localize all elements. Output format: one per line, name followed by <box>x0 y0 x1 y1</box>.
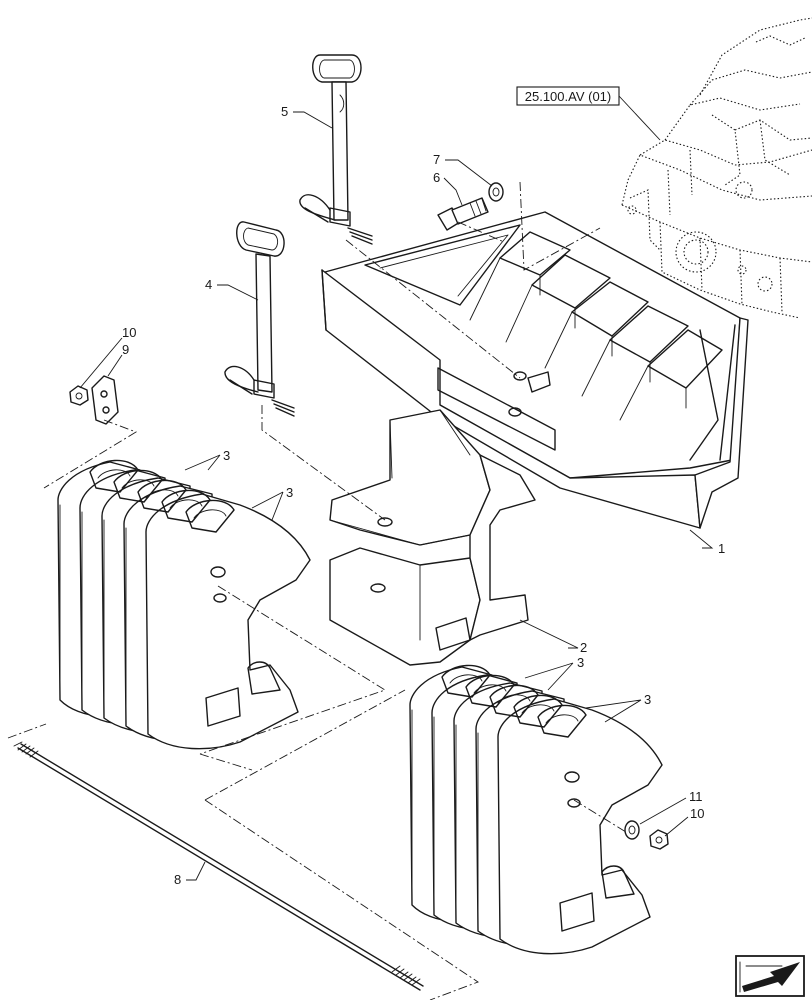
bracket-pockets <box>469 231 723 421</box>
callout-3c: 3 <box>577 655 584 670</box>
callout-8: 8 <box>174 872 181 887</box>
threaded-rod-8 <box>13 741 424 991</box>
hitch-pin-4 <box>224 221 295 417</box>
weight-stack-left <box>57 459 311 750</box>
callout-2: 2 <box>580 640 587 655</box>
assembly-centerlines <box>7 181 627 1000</box>
callout-labels: 1 2 3 3 3 3 4 5 6 7 8 9 10 10 11 <box>122 104 725 887</box>
tractor-frame-outline <box>621 17 812 319</box>
reference-link[interactable]: 25.100.AV (01) <box>516 86 661 141</box>
washer-11 <box>624 820 640 840</box>
callout-10a: 10 <box>122 325 136 340</box>
hitch-pin-5 <box>299 54 373 245</box>
callout-4: 4 <box>205 277 212 292</box>
leader-lines <box>79 111 714 881</box>
callout-10b: 10 <box>690 806 704 821</box>
callout-3a: 3 <box>223 448 230 463</box>
nut-10-left <box>69 385 89 406</box>
arrow-navigation-icon[interactable] <box>735 955 805 997</box>
callout-1: 1 <box>718 541 725 556</box>
callout-6: 6 <box>433 170 440 185</box>
weight-stack-right <box>409 664 663 955</box>
ballast-bracket <box>321 211 749 529</box>
callout-3b: 3 <box>286 485 293 500</box>
nut-10-right <box>649 829 669 850</box>
callout-5: 5 <box>281 104 288 119</box>
callout-9: 9 <box>122 342 129 357</box>
callout-3d: 3 <box>644 692 651 707</box>
callout-7: 7 <box>433 152 440 167</box>
reference-label: 25.100.AV (01) <box>525 89 611 104</box>
bolt-6 <box>437 197 489 231</box>
plate-9 <box>91 375 119 425</box>
washer-7 <box>488 182 504 202</box>
callout-11: 11 <box>689 789 703 804</box>
center-weight <box>329 409 536 666</box>
